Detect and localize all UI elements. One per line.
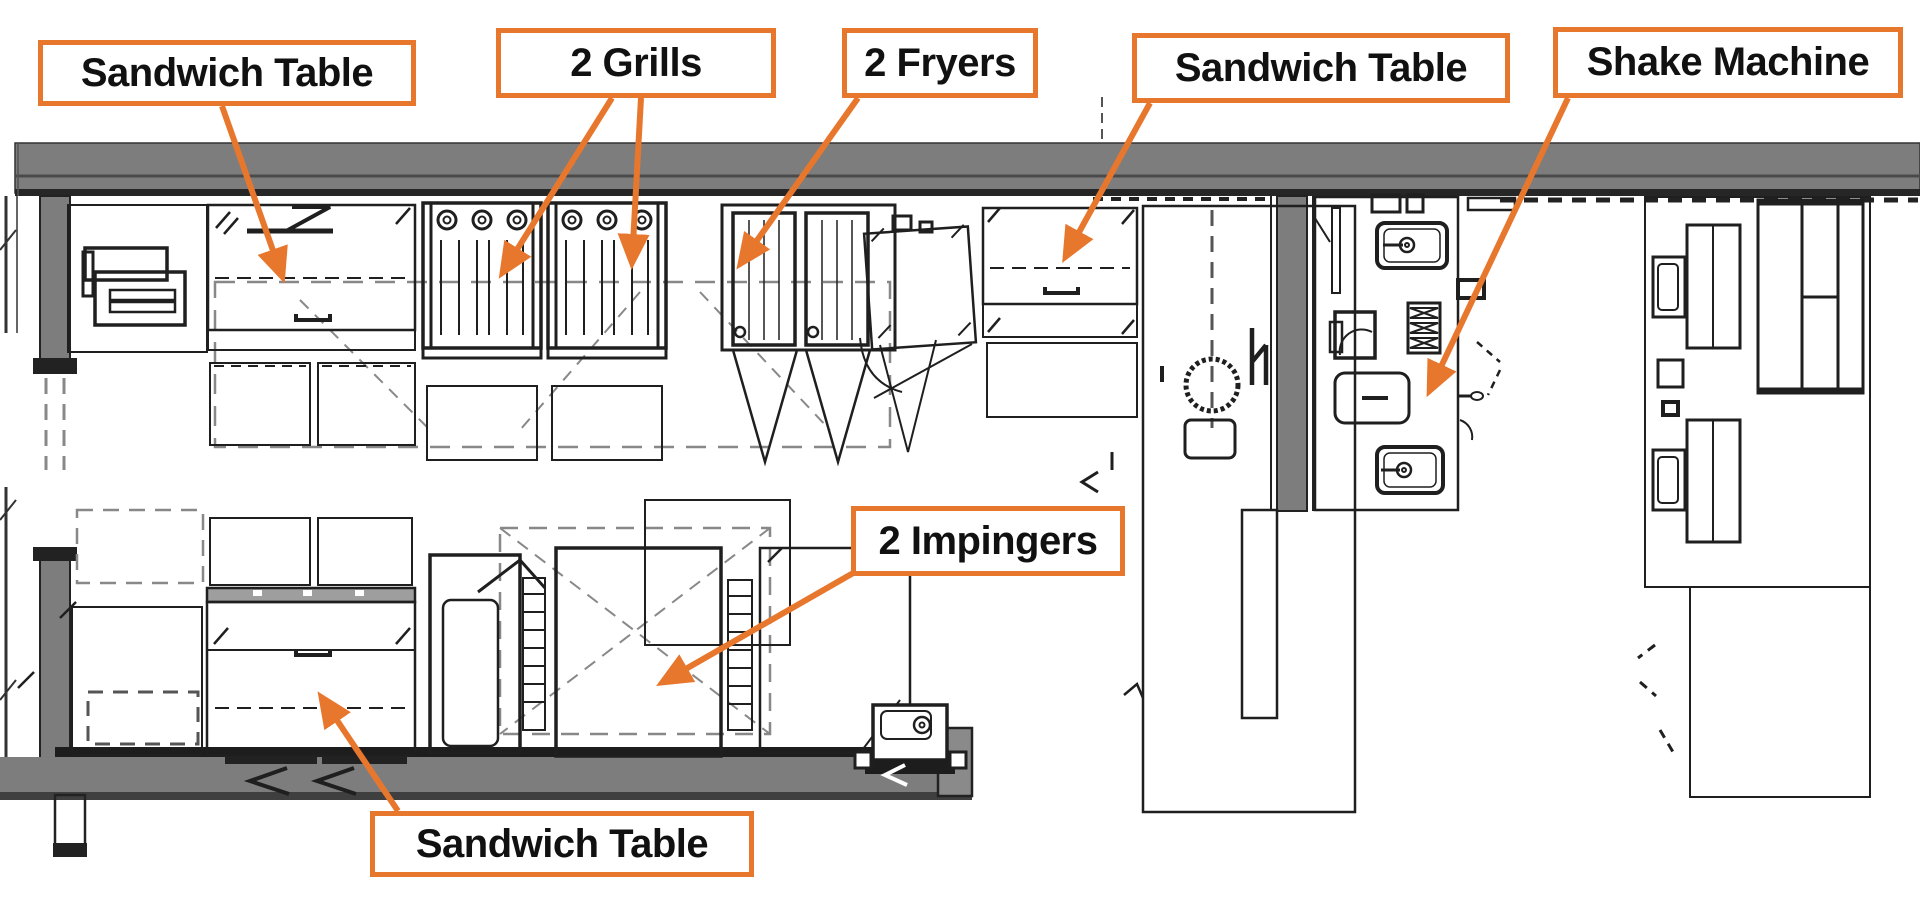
- dump-station: [859, 214, 978, 399]
- prep-counter-left: [67, 204, 208, 353]
- fryer-battery: [720, 203, 937, 467]
- arrow-fryers: [736, 96, 861, 270]
- callout-label: 2 Fryers: [864, 40, 1016, 85]
- shake-machine-unit: [1333, 371, 1411, 425]
- hand-sink-top: [1375, 221, 1449, 270]
- arrow-shake-machine: [1426, 96, 1571, 398]
- pos-station-2: [1651, 418, 1742, 544]
- callout-fryers: 2 Fryers: [842, 28, 1038, 98]
- callout-label: Shake Machine: [1586, 40, 1870, 84]
- arrow-impingers: [656, 569, 857, 686]
- hand-sink-bottom: [1375, 445, 1445, 495]
- hood-ghost-outlines: [44, 210, 1214, 746]
- callout-sandwich-table-bottom: Sandwich Table: [370, 811, 754, 877]
- callout-sandwich-table-top-left: Sandwich Table: [38, 40, 416, 106]
- callout-label: 2 Grills: [570, 40, 702, 85]
- shake-counter: [1312, 193, 1517, 512]
- grill-unit-1: [421, 201, 543, 461]
- walls: [0, 97, 1920, 857]
- callout-arrows: [219, 96, 1571, 813]
- callout-label: Sandwich Table: [80, 50, 374, 95]
- arrow-grills-right: [617, 97, 650, 270]
- pos-station-1: [1651, 223, 1742, 350]
- arrow-grills-left: [498, 96, 615, 279]
- callout-impingers: 2 Impingers: [851, 506, 1125, 576]
- sandwich-table-1: [206, 203, 417, 446]
- pos-front-counter: [1637, 196, 1871, 798]
- callout-sandwich-table-top-right: Sandwich Table: [1132, 33, 1510, 103]
- cabinet: [1756, 198, 1865, 395]
- callout-label: 2 Impingers: [878, 518, 1098, 563]
- sandwich-table-3: [205, 586, 417, 796]
- callout-label: Sandwich Table: [415, 821, 709, 866]
- callout-label: Sandwich Table: [1174, 45, 1468, 90]
- grill-unit-2: [546, 201, 668, 461]
- sandwich-table-2: [981, 206, 1139, 418]
- cup-dispenser: [1406, 301, 1442, 355]
- arrow-sandwich-table-top-left: [219, 105, 288, 284]
- callout-grills: 2 Grills: [496, 28, 776, 98]
- floor-sink: [853, 703, 968, 787]
- arrow-sandwich-table-top-right: [1062, 101, 1153, 264]
- impinger-ovens: [428, 499, 912, 758]
- arrow-sandwich-table-bottom: [317, 691, 401, 813]
- callout-shake-machine: Shake Machine: [1553, 27, 1903, 98]
